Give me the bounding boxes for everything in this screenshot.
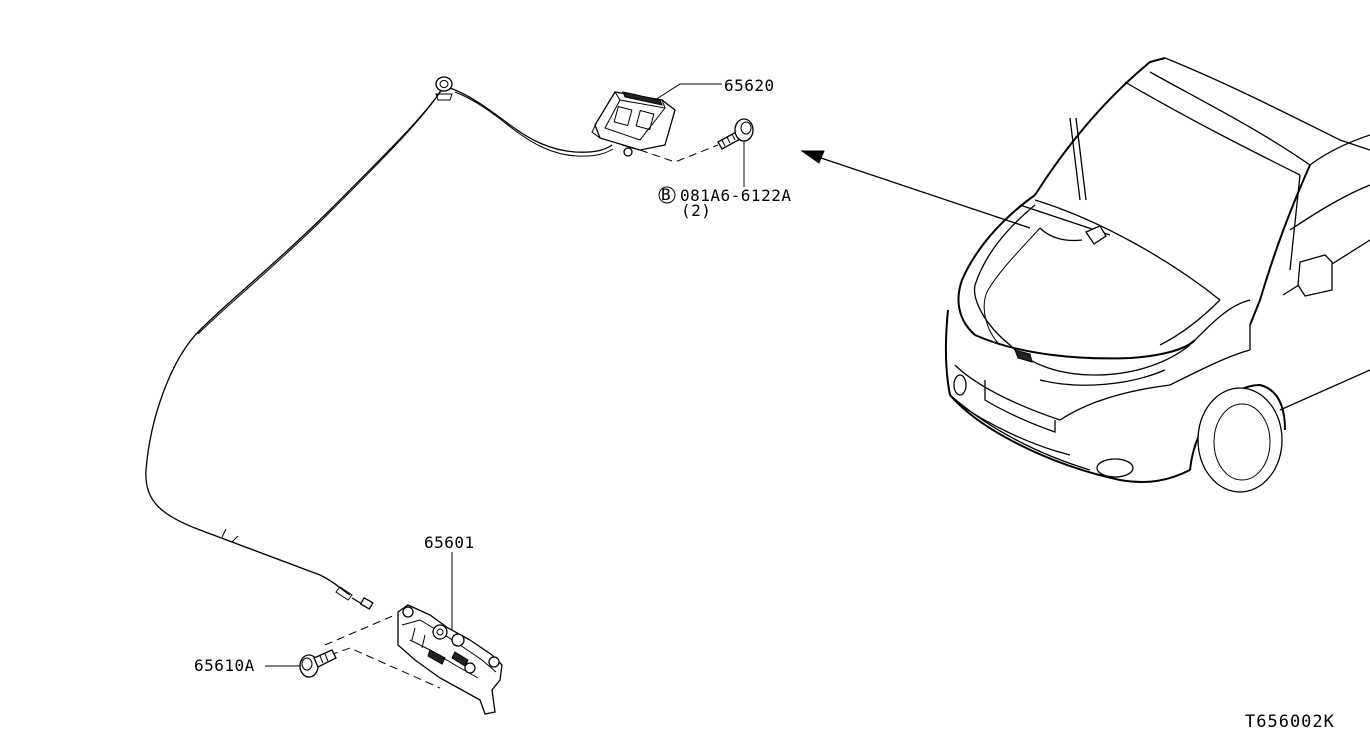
bolt-symbol-circle [658, 186, 676, 204]
lock-bolt [299, 649, 337, 678]
hood-lock-assembly [397, 604, 503, 715]
label-bolt-symbol: B [661, 185, 671, 204]
location-arrow [800, 150, 1031, 229]
vehicle-illustration [944, 57, 1370, 493]
label-65620: 65620 [724, 76, 775, 95]
hood-lock-control-handle [591, 91, 676, 157]
release-cable [145, 76, 614, 610]
label-65601: 65601 [424, 533, 475, 552]
bolt [717, 118, 754, 150]
label-081A6-6122A: 081A6-6122A [680, 186, 791, 205]
label-bolt-qty: (2) [681, 201, 711, 220]
cable-grommet [435, 76, 453, 92]
label-65610A: 65610A [194, 656, 255, 675]
diagram-reference-code: T656002K [1245, 712, 1335, 732]
